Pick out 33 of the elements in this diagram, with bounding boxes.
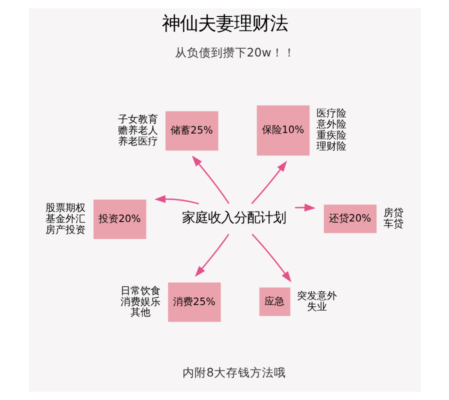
- node-label: 突发意外: [296, 290, 337, 302]
- arrow: [191, 156, 229, 204]
- node-label: 养老医疗: [117, 136, 158, 148]
- node-box: 应急: [258, 288, 290, 316]
- arrow: [250, 160, 287, 204]
- node-label: 赡养老人: [117, 125, 158, 136]
- node-label: 房贷: [382, 208, 403, 219]
- node-box: 保险10%: [256, 105, 310, 156]
- arrow: [194, 234, 229, 277]
- node-label: 其他: [130, 308, 150, 319]
- arrow: [294, 204, 316, 212]
- node-label: 股票期权: [45, 202, 86, 214]
- node-label: 子女教育: [117, 114, 158, 126]
- node-text: 家庭收入分配计划: [181, 211, 286, 226]
- node-box: 储蓄25%: [165, 111, 218, 151]
- node-label: 基金外汇: [45, 214, 86, 225]
- node-label: 意外险: [316, 120, 346, 131]
- label: 从负债到攒下20w！！: [174, 46, 295, 60]
- arrow: [154, 195, 198, 204]
- node-box: 还贷20%: [323, 204, 376, 234]
- arrow: [251, 234, 291, 282]
- node-label: 消费娱乐: [120, 296, 160, 308]
- node-label: 医疗险: [316, 108, 346, 120]
- node-label: 重疾险: [316, 130, 346, 142]
- node-box: 投资20%: [93, 200, 146, 239]
- node-label: 失业: [306, 302, 327, 313]
- node-label: 日常饮食: [120, 286, 160, 297]
- node-label: 理财险: [316, 141, 346, 152]
- node-box: 消费25%: [168, 282, 220, 322]
- node-label: 房产投资: [45, 224, 86, 236]
- node-label: 车贷: [382, 218, 403, 230]
- diagram-title: 神仙夫妻理财法: [162, 14, 288, 35]
- label: 内附8大存钱方法哦: [182, 365, 286, 380]
